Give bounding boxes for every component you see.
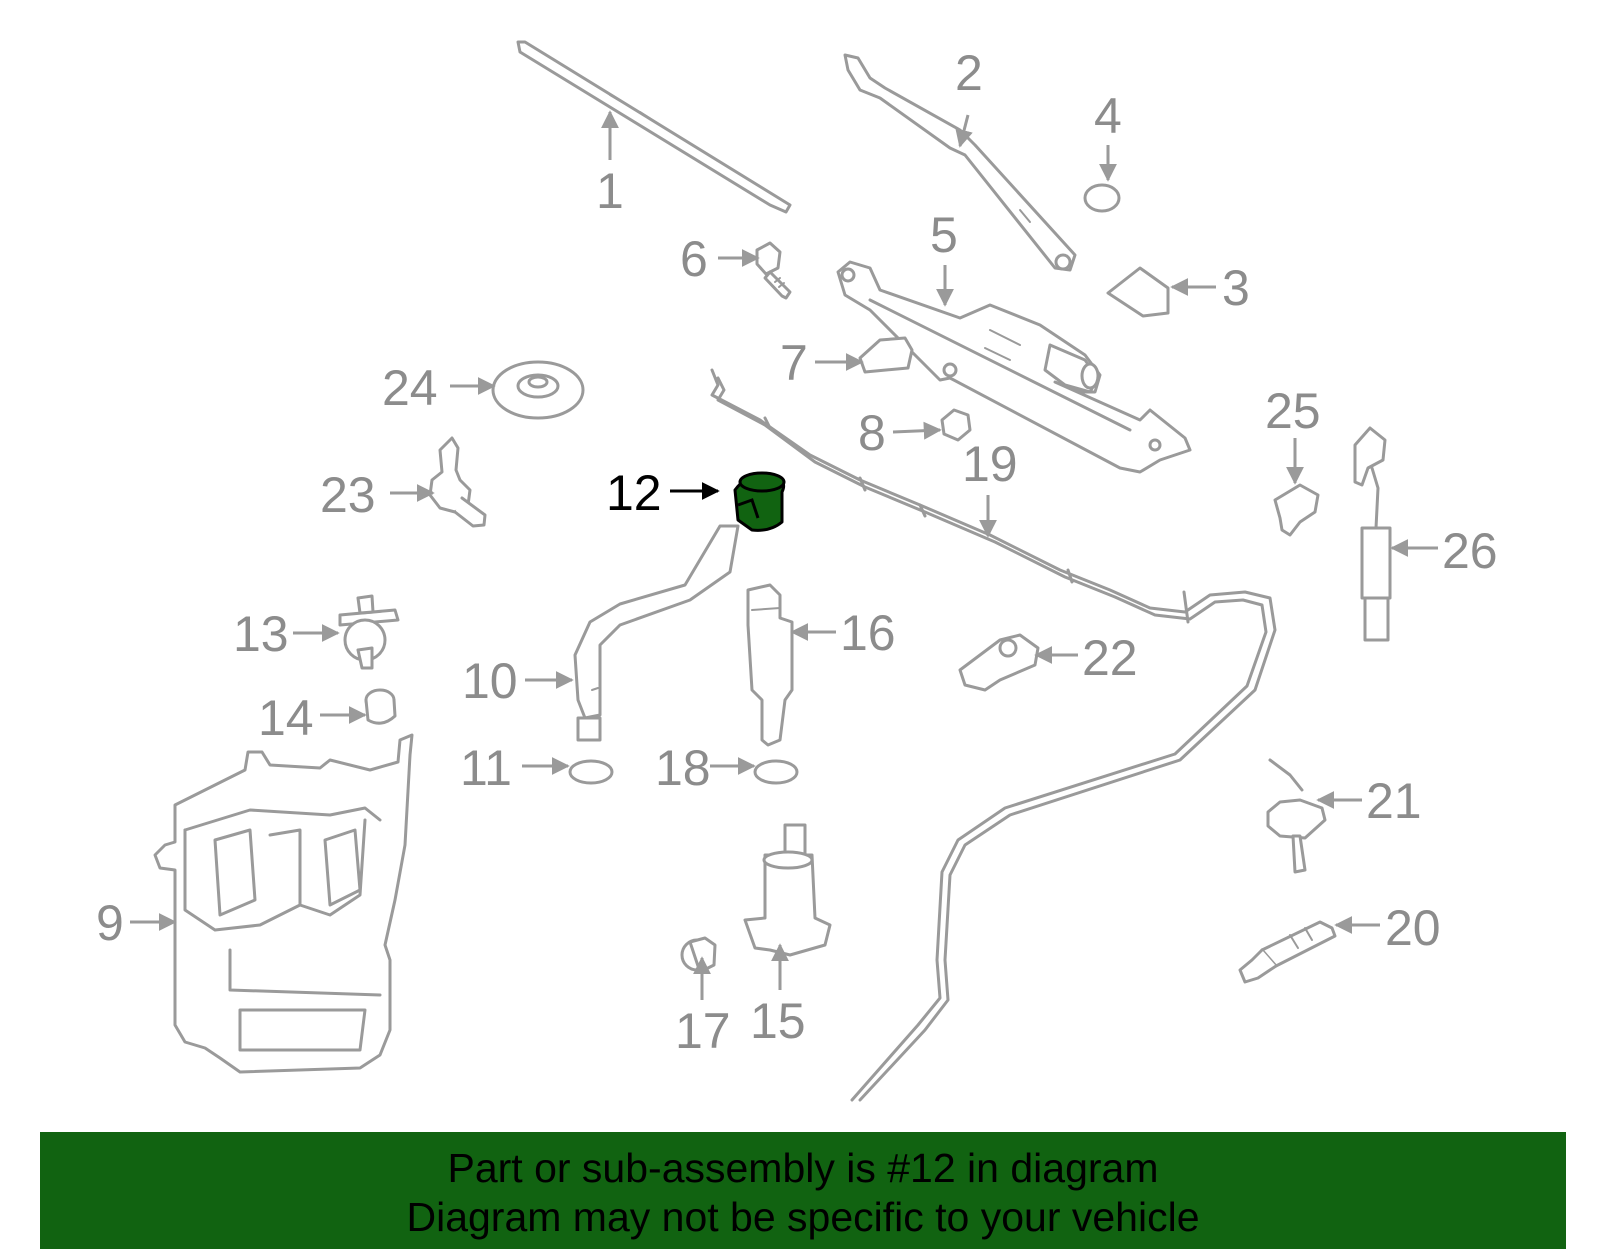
part-19-washer-hose[interactable]	[710, 368, 1277, 1102]
part-info-banner: Part or sub-assembly is #12 in diagram D…	[40, 1132, 1566, 1249]
part-15-washer-pump[interactable]	[743, 823, 832, 957]
callout-13[interactable]: 13	[233, 606, 289, 662]
part-11-o-ring[interactable]	[568, 759, 614, 785]
part-21-clip[interactable]	[1266, 758, 1327, 874]
part-20-nozzle[interactable]	[1238, 920, 1337, 984]
parts-diagram: 1 2 3 4 5 6 7 8 9 10 11 12 13 14 15 16 1…	[96, 40, 1498, 1102]
part-5-wiper-linkage-motor[interactable]	[836, 260, 1192, 474]
callout-14[interactable]: 14	[258, 690, 314, 746]
callout-24[interactable]: 24	[382, 360, 438, 416]
part-24-grommet[interactable]	[491, 360, 585, 420]
callout-8[interactable]: 8	[858, 405, 886, 461]
callout-6[interactable]: 6	[680, 231, 708, 287]
callout-4[interactable]: 4	[1094, 88, 1122, 144]
callout-17[interactable]: 17	[675, 1003, 731, 1059]
part-9-washer-reservoir[interactable]	[153, 733, 414, 1074]
callout-9[interactable]: 9	[96, 895, 124, 951]
callout-arrows	[130, 110, 1438, 1000]
callout-7[interactable]: 7	[780, 335, 808, 391]
part-3-cap[interactable]	[1106, 266, 1170, 318]
callout-15[interactable]: 15	[750, 993, 806, 1049]
part-7-bracket[interactable]	[858, 336, 914, 374]
callout-25[interactable]: 25	[1265, 383, 1321, 439]
callout-26[interactable]: 26	[1442, 523, 1498, 579]
part-10-hose[interactable]	[573, 524, 740, 742]
part-14-plug[interactable]	[364, 688, 397, 725]
part-12-grommet-highlighted[interactable]	[733, 471, 786, 532]
callout-22[interactable]: 22	[1082, 630, 1138, 686]
callout-18[interactable]: 18	[655, 740, 711, 796]
callout-3[interactable]: 3	[1222, 260, 1250, 316]
part-1-wiper-blade[interactable]	[516, 40, 792, 214]
callout-10[interactable]: 10	[462, 653, 518, 709]
callout-12[interactable]: 12	[606, 465, 662, 521]
part-17-cap[interactable]	[680, 936, 717, 974]
callout-numbers: 1 2 3 4 5 6 7 8 9 10 11 12 13 14 15 16 1…	[96, 45, 1498, 1059]
callout-16[interactable]: 16	[840, 605, 896, 661]
part-4-ring[interactable]	[1083, 183, 1121, 213]
callout-21[interactable]: 21	[1366, 773, 1422, 829]
part-6-bolt[interactable]	[755, 241, 792, 300]
part-2-wiper-arm[interactable]	[843, 53, 1077, 272]
callout-20[interactable]: 20	[1385, 900, 1441, 956]
part-25-nozzle[interactable]	[1273, 483, 1320, 537]
banner-part-line: Part or sub-assembly is #12 in diagram	[447, 1145, 1159, 1191]
callout-1[interactable]: 1	[596, 163, 624, 219]
part-8-nut[interactable]	[940, 408, 972, 442]
part-16-level-sensor[interactable]	[746, 583, 794, 747]
callout-11[interactable]: 11	[460, 740, 512, 796]
callout-5[interactable]: 5	[930, 207, 958, 263]
callout-19[interactable]: 19	[962, 436, 1018, 492]
part-18-o-ring[interactable]	[753, 759, 799, 785]
part-13-fitting[interactable]	[338, 594, 400, 670]
part-23-connector[interactable]	[428, 436, 487, 528]
banner-disclaimer-line: Diagram may not be specific to your vehi…	[406, 1194, 1200, 1240]
part-22-clip[interactable]	[958, 633, 1040, 692]
part-26-nozzle-harness[interactable]	[1353, 426, 1392, 642]
callout-23[interactable]: 23	[320, 467, 376, 523]
callout-2[interactable]: 2	[955, 45, 983, 101]
